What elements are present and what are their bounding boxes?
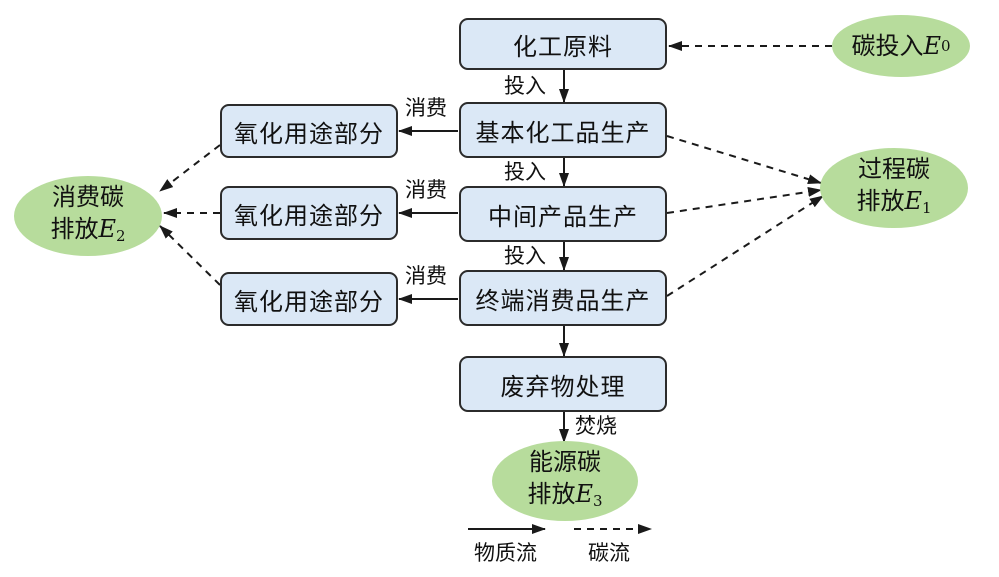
carbon-input-sub: 0 <box>940 37 951 55</box>
consumption-emission-line2: 排放E2 <box>50 214 126 245</box>
node-energy-emission-e3: 能源碳 排放E3 <box>492 441 638 521</box>
process-emission-line2: 排放E1 <box>856 186 932 217</box>
node-raw-materials: 化工原料 <box>459 18 667 70</box>
arrow-intermediate-to-process-emission <box>666 186 822 214</box>
label-input-1: 投入 <box>504 74 546 98</box>
carbon-input-text: 碳投入 <box>851 32 924 60</box>
node-oxidation-use-2: 氧化用途部分 <box>220 186 398 240</box>
node-basic-chemicals: 基本化工品生产 <box>459 102 667 158</box>
node-process-emission-e1: 过程碳 排放E1 <box>820 148 968 228</box>
label-incinerate: 焚烧 <box>575 414 617 438</box>
consumption-emission-line1: 消费碳 <box>52 182 124 211</box>
label-consume-3: 消费 <box>405 264 447 288</box>
label-consume-1: 消费 <box>405 96 447 120</box>
arrow-oxid3-to-consumption-emission <box>159 225 221 286</box>
energy-emission-line2: 排放E3 <box>527 479 603 510</box>
label-consume-2: 消费 <box>405 178 447 202</box>
node-waste-treatment: 废弃物处理 <box>459 356 667 412</box>
arrow-oxid1-to-consumption-emission <box>159 144 221 192</box>
label-input-2: 投入 <box>504 160 546 184</box>
legend-carbon-flow: 碳流 <box>588 541 630 565</box>
arrow-basic-to-process-emission <box>666 135 822 184</box>
node-intermediate-products: 中间产品生产 <box>459 186 667 242</box>
node-terminal-products: 终端消费品生产 <box>459 270 667 326</box>
node-oxidation-use-3: 氧化用途部分 <box>220 272 398 326</box>
arrow-terminal-to-process-emission <box>666 195 824 297</box>
label-input-3: 投入 <box>504 244 546 268</box>
legend-material-flow: 物质流 <box>474 541 537 565</box>
carbon-input-var: E <box>923 32 941 60</box>
process-emission-line1: 过程碳 <box>858 154 930 183</box>
node-consumption-emission-e2: 消费碳 排放E2 <box>14 176 162 256</box>
node-oxidation-use-1: 氧化用途部分 <box>220 104 398 158</box>
energy-emission-line1: 能源碳 <box>529 447 601 476</box>
